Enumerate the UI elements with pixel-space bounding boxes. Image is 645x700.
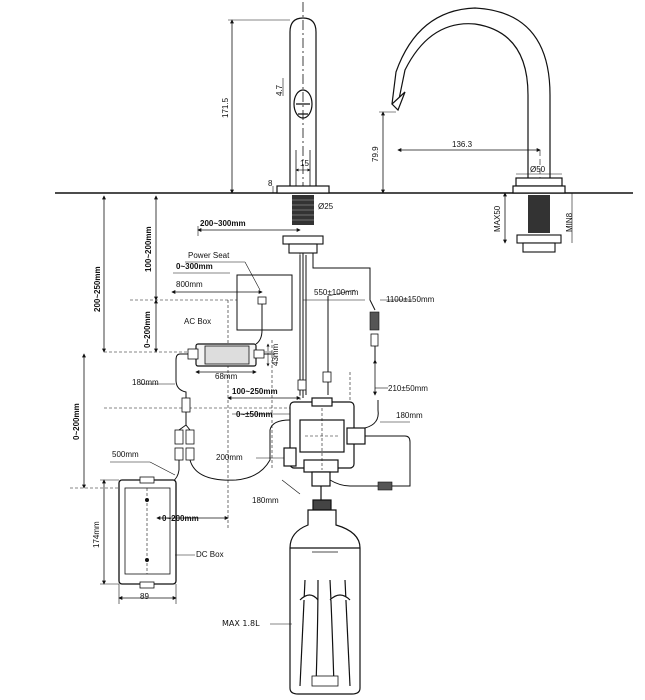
- dim-100-250-label: 100~250mm: [232, 387, 278, 396]
- min8-label: MIN8: [565, 212, 574, 232]
- reach-136-3-label: 136.3: [452, 140, 473, 149]
- dc-box: [118, 479, 177, 585]
- dim-180-right-label: 180mm: [396, 411, 423, 420]
- dim-550-100-label: 550±100mm: [314, 288, 359, 297]
- dim-100-200-label: 100~200mm: [144, 226, 153, 272]
- dim-4-7-label: 4.7: [275, 84, 284, 96]
- dim-180-ac-label: 180mm: [132, 378, 159, 387]
- dim-89-label: 89: [140, 592, 149, 601]
- solenoid-valve: [283, 397, 366, 487]
- dia-50-label: Ø50: [530, 165, 546, 174]
- max-capacity-label: MAX 1.8L: [222, 619, 260, 628]
- dim-200-250-label: 200~250mm: [93, 266, 102, 312]
- power-seat-label: Power Seat: [188, 251, 230, 260]
- dim-800-label: 800mm: [176, 280, 203, 289]
- height-79-9-label: 79.9: [371, 146, 380, 162]
- dim-174-label: 174mm: [92, 521, 101, 548]
- soap-bottle: [289, 499, 361, 695]
- faucet-side-view: [391, 7, 566, 194]
- dim-15-label: 15: [300, 159, 309, 168]
- dim-0-200-upper-label: 0~200mm: [143, 311, 152, 348]
- dim-0-50-label: 0~±50mm: [236, 410, 273, 419]
- dim-200-300-label: 200~300mm: [200, 219, 246, 228]
- max50-label: MAX50: [493, 205, 502, 232]
- ac-box-label: AC Box: [184, 317, 212, 326]
- dim-180-bottom-label: 180mm: [252, 496, 279, 505]
- dim-210-50-label: 210±50mm: [388, 384, 428, 393]
- dim-0-200-left-label: 0~200mm: [72, 403, 81, 440]
- dim-43-label: 43mm: [271, 343, 280, 366]
- dim-68-label: 68mm: [215, 372, 238, 381]
- height-171-5-label: 171.5: [221, 97, 230, 118]
- mounting-nut: [282, 235, 324, 245]
- dim-500-label: 500mm: [112, 450, 139, 459]
- faucet-front-view: [276, 2, 330, 194]
- dim-200-mid-label: 200mm: [216, 453, 243, 462]
- dc-box-label: DC Box: [196, 550, 224, 559]
- dim-8-label: 8: [268, 179, 273, 188]
- dim-0-300-label: 0~300mm: [176, 262, 213, 271]
- dim-0-200-dc-label: 0~200mm: [162, 514, 199, 523]
- dim-1100-150-label: 1100±150mm: [386, 295, 435, 304]
- dia-25-label: Ø25: [318, 202, 334, 211]
- side-threaded-shank: [528, 195, 550, 233]
